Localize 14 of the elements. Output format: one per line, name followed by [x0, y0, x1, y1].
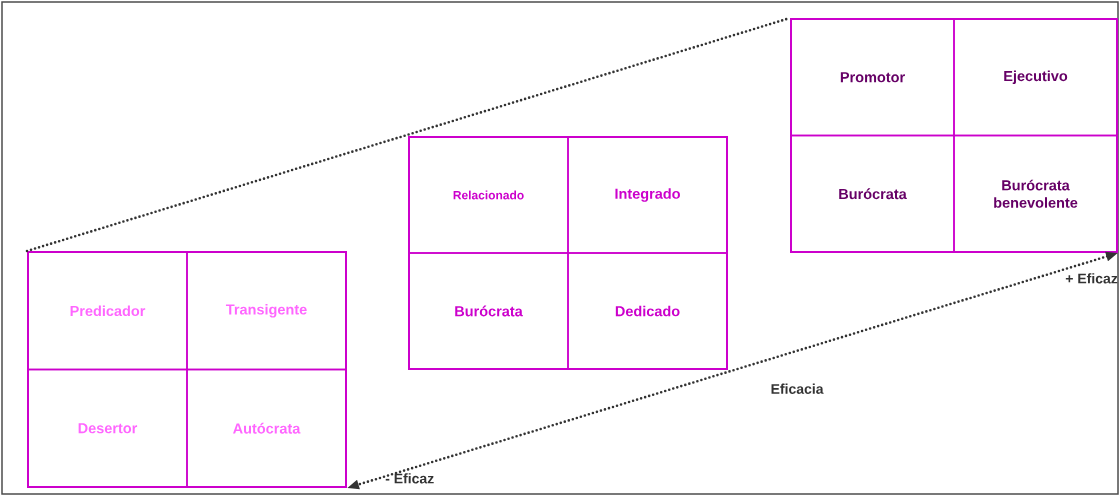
grid-cell: Burócrata	[790, 134, 955, 253]
grid-cell: Burócrata benevolente	[953, 134, 1118, 253]
grid-cell: Autócrata	[186, 368, 347, 488]
grid-cell: Relacionado	[408, 136, 569, 254]
grid-cell: Desertor	[27, 368, 188, 488]
grid-cell: Dedicado	[567, 252, 728, 370]
grid-cell: Integrado	[567, 136, 728, 254]
grid-cell: Ejecutivo	[953, 18, 1118, 137]
grid-cell: Transigente	[186, 251, 347, 371]
grid-cell: Promotor	[790, 18, 955, 137]
edge-label: Eficacia	[769, 382, 825, 395]
grid-cell: Predicador	[27, 251, 188, 371]
grid-cell: Burócrata	[408, 252, 569, 370]
axis-label: - Eficaz	[385, 473, 434, 484]
